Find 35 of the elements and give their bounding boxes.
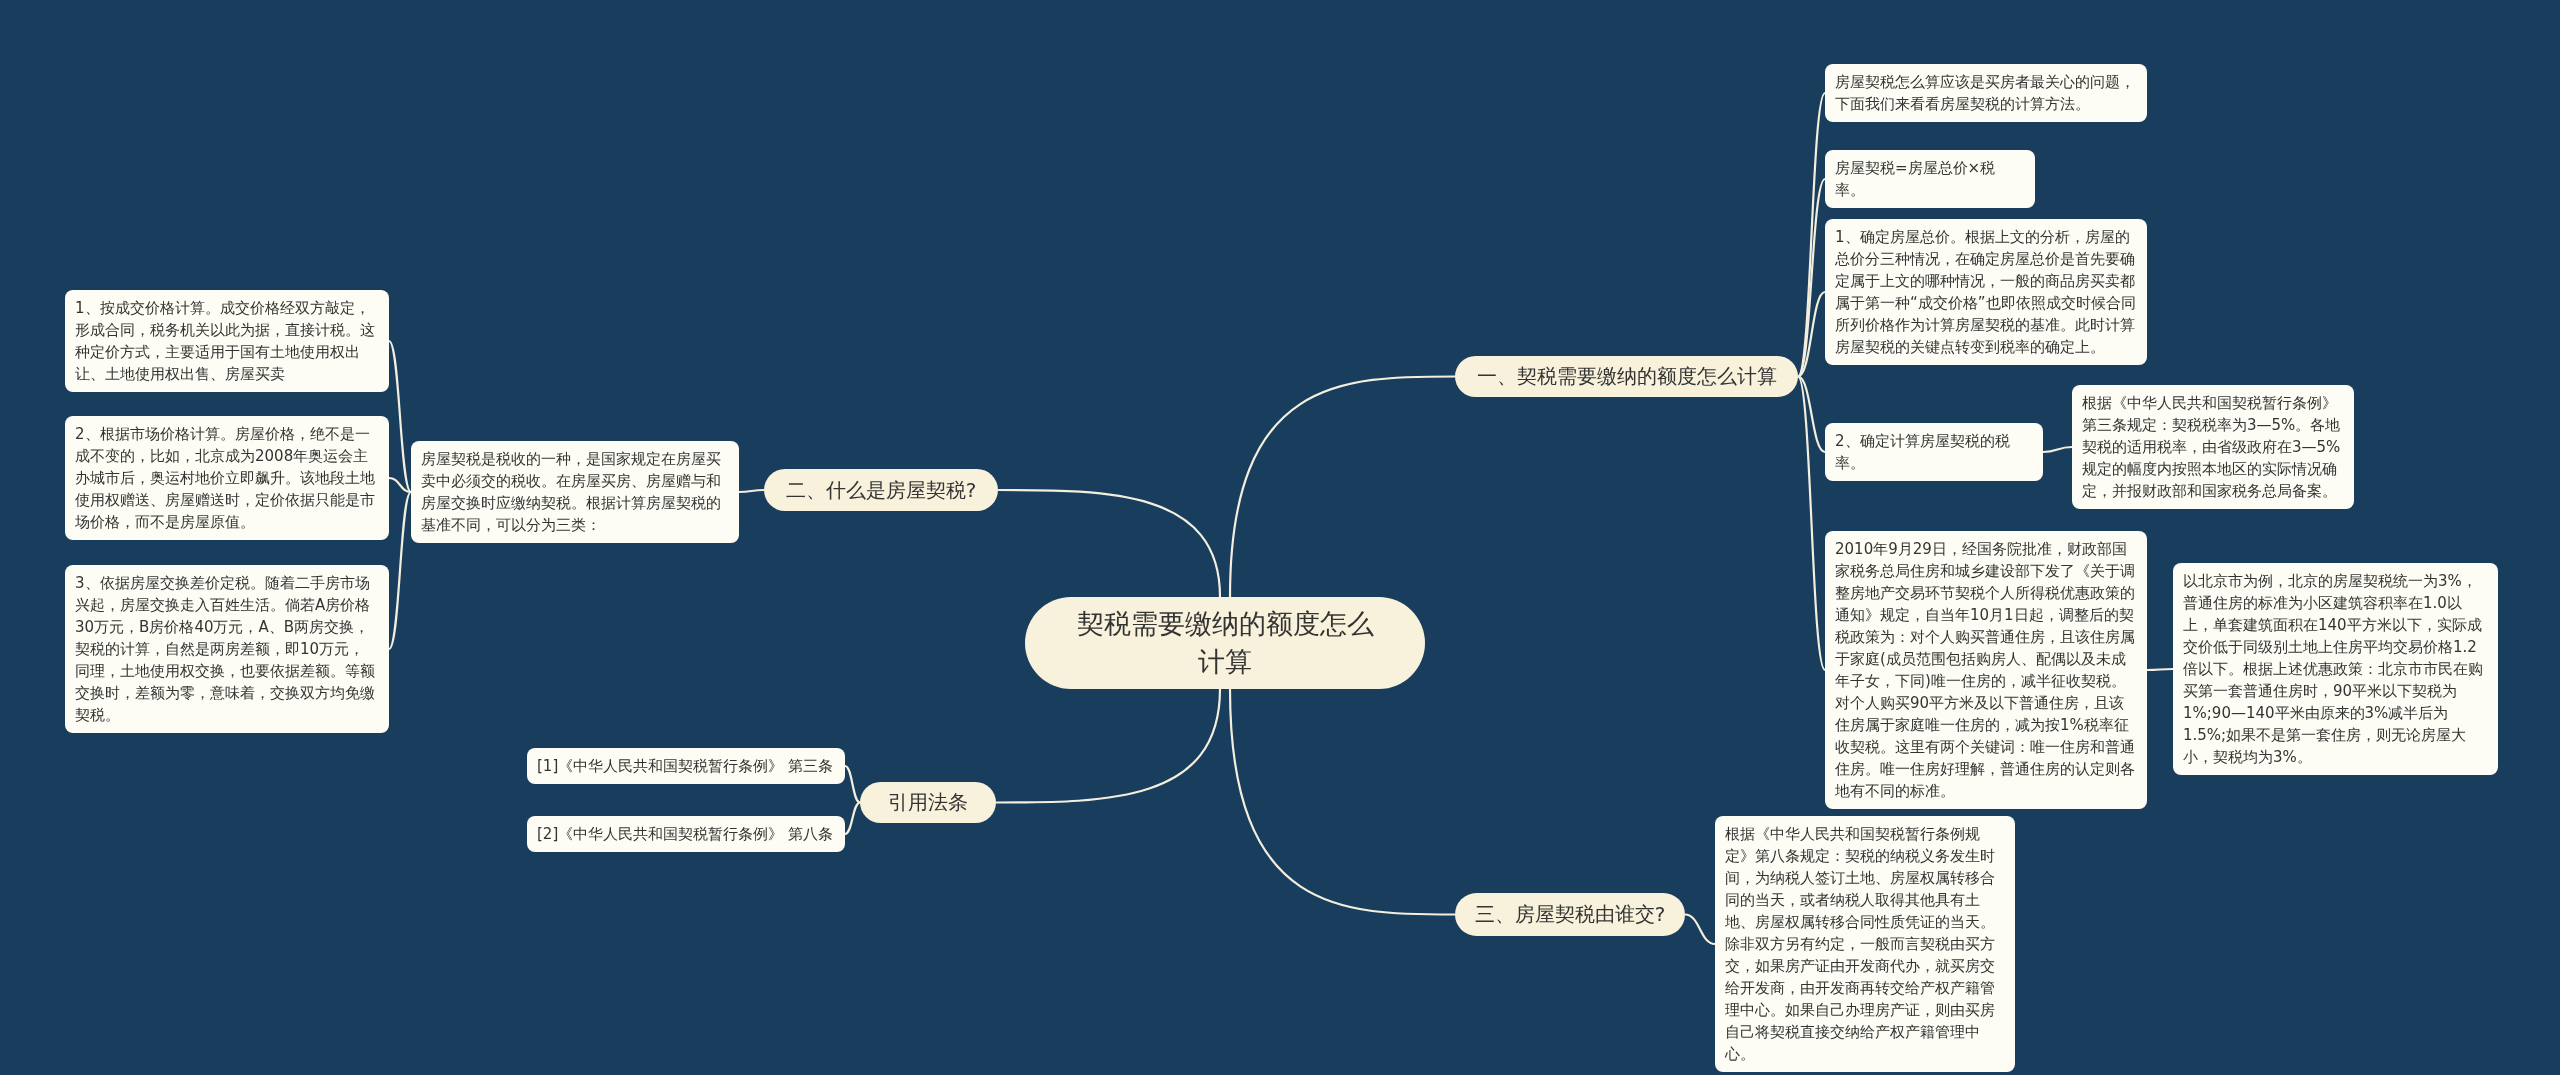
- connector-line: [1684, 913, 1716, 946]
- central-topic: 契税需要缴纳的额度怎么计算: [1025, 597, 1425, 689]
- note-box: 2、根据市场价格计算。房屋价格，绝不是一成不变的，比如，北京成为2008年奥运会主办城市后，奥运村地价立即飙升。该地段土地使用权赠送、房屋赠送时，定价依据只能是市场价格，而不是房屋原值。: [65, 416, 389, 540]
- connector-line: [844, 801, 861, 835]
- connector-line: [388, 340, 412, 493]
- note-box: [1]《中华人民共和国契税暂行条例》 第三条: [527, 748, 845, 784]
- connector-line: [1228, 688, 1455, 916]
- connector-line: [1797, 375, 1826, 671]
- note-box: 房屋契税怎么算应该是买房者最关心的问题，下面我们来看看房屋契税的计算方法。: [1825, 64, 2147, 122]
- connector-line: [2042, 445, 2073, 454]
- connector-line: [1797, 291, 1826, 378]
- connector-line: [996, 688, 1222, 804]
- topic-pill: 三、房屋契税由谁交?: [1455, 893, 1685, 936]
- topic-pill: 二、什么是房屋契税?: [764, 469, 998, 511]
- connector-line: [2147, 667, 2173, 672]
- note-box: 以北京市为例，北京的房屋契税统一为3%，普通住房的标准为小区建筑容积率在1.0以上，单套建筑面积在140平方米以下，实际成交价低于同级别土地上住房平均交易价格1.2倍以下。根据上述优惠政策：北京市市民在购买第一套普通住房时，90平米以下契税为1%;90—140平米由原来的3%减半后为1.5%;如果不是第一套住房，则无论房屋大小，契税均为3%。: [2173, 563, 2498, 775]
- note-box: 根据《中华人民共和国契税暂行条例规定》第八条规定：契税的纳税义务发生时间，为纳税人签订土地、房屋权属转移合同的当天，或者纳税人取得其他具有土地、房屋权属转移合同性质凭证的当天。除非双方另有约定，一般而言契税由买方交，如果房产证由开发商代办，就买房交给开发商，由开发商再转交给产权产籍管理中心。如果自己办理房产证，则由买房自己将契税直接交纳给产权产籍管理中心。: [1715, 816, 2015, 1072]
- note-box: 2、确定计算房屋契税的税率。: [1825, 423, 2043, 481]
- note-box: 1、按成交价格计算。成交价格经双方敲定，形成合同，税务机关以此为据，直接计税。这种定价方式，主要适用于国有土地使用权出让、土地使用权出售、房屋买卖: [65, 290, 389, 392]
- note-box: [2]《中华人民共和国契税暂行条例》 第八条: [527, 816, 845, 852]
- topic-pill: 一、契税需要缴纳的额度怎么计算: [1455, 356, 1798, 397]
- connector-line: [1797, 375, 1826, 453]
- note-box: 房屋契税=房屋总价×税率。: [1825, 150, 2035, 208]
- connector-line: [739, 488, 764, 494]
- connector-line: [388, 476, 412, 494]
- note-box: 2010年9月29日，经国务院批准，财政部国家税务总局住房和城乡建设部下发了《关于调整房地产交易环节契税个人所得税优惠政策的通知》规定，自当年10月1日起，调整后的契税政策为：对个人购买普通住房，且该住房属于家庭(成员范围包括购房人、配偶以及未成年子女，下同)唯一住房的，减半征收契税。对个人购买90平方米及以下普通住房，且该住房属于家庭唯一住房的，减为按1%税率征收契税。这里有两个关键词：唯一住房和普通住房。唯一住房好理解，普通住房的认定则各地有不同的标准。: [1825, 531, 2147, 809]
- note-box: 3、依据房屋交换差价定税。随着二手房市场兴起，房屋交换走入百姓生活。倘若A房价格30万元，B房价格40万元，A、B两房交换，契税的计算，自然是两房差额，即10万元，同理，土地使用权交换，也要依据差额。等额交换时，差额为零，意味着，交换双方均免缴契税。: [65, 565, 389, 733]
- connector-line: [844, 765, 861, 804]
- note-box: 根据《中华人民共和国契税暂行条例》第三条规定：契税税率为3—5%。各地契税的适用税率，由省级政府在3—5%规定的幅度内按照本地区的实际情况确定，并报财政部和国家税务总局备案。: [2072, 385, 2354, 509]
- connector-line: [1228, 375, 1455, 598]
- note-box: 房屋契税是税收的一种，是国家规定在房屋买卖中必须交的税收。在房屋买房、房屋赠与和房屋交换时应缴纳契税。根据计算房屋契税的基准不同，可以分为三类：: [411, 441, 739, 543]
- connector-line: [998, 488, 1222, 598]
- topic-pill: 引用法条: [860, 782, 996, 823]
- note-box: 1、确定房屋总价。根据上文的分析，房屋的总价分三种情况，在确定房屋总价是首先要确定属于上文的哪种情况，一般的商品房买卖都属于第一种“成交价格”也即依照成交时候合同所列价格作为计算房屋契税的基准。此时计算房屋契税的关键点转变到税率的确定上。: [1825, 219, 2147, 365]
- connector-line: [388, 491, 412, 650]
